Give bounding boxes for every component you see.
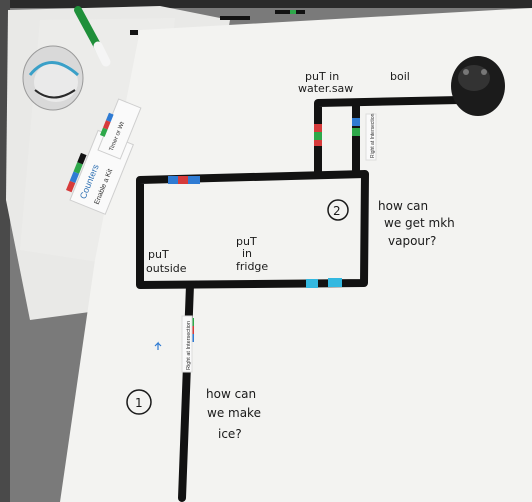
svg-text:ice?: ice? <box>218 427 242 441</box>
svg-text:how can: how can <box>378 199 428 213</box>
svg-text:how can: how can <box>206 387 256 401</box>
note-boil: boil <box>390 70 410 83</box>
svg-text:fridge: fridge <box>236 260 268 273</box>
svg-text:Right at Intersection: Right at Intersection <box>186 321 192 370</box>
ozobot-robot-black <box>451 56 505 116</box>
svg-text:we get mkh: we get mkh <box>384 216 455 230</box>
label-right-at-intersection-bottom: Right at Intersection <box>182 316 192 372</box>
svg-text:outside: outside <box>146 262 187 275</box>
svg-text:2: 2 <box>333 204 341 218</box>
svg-text:1: 1 <box>135 396 143 410</box>
label-right-at-intersection-top: Right at Intersection <box>366 113 376 160</box>
svg-text:water.saw: water.saw <box>298 82 353 95</box>
ozobot-robot-white <box>23 46 83 110</box>
svg-text:we make: we make <box>207 406 261 420</box>
svg-text:in: in <box>242 247 252 260</box>
svg-text:Right at Intersection: Right at Intersection <box>370 113 376 158</box>
svg-text:vapour?: vapour? <box>388 234 436 248</box>
svg-text:puT: puT <box>148 248 169 261</box>
